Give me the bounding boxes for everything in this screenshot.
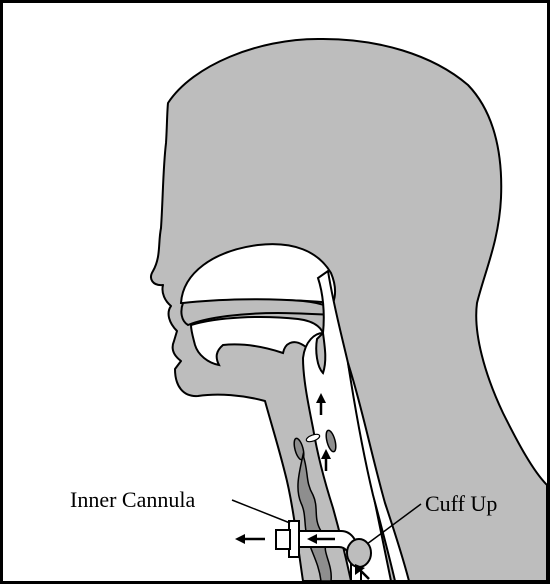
diagram-canvas: Inner Cannula Cuff Up [3, 3, 547, 581]
label-inner-cannula: Inner Cannula [70, 487, 195, 512]
inner-cannula-hub [276, 530, 290, 549]
label-cuff-up: Cuff Up [425, 491, 497, 516]
leader-line-inner-cannula [232, 500, 290, 523]
